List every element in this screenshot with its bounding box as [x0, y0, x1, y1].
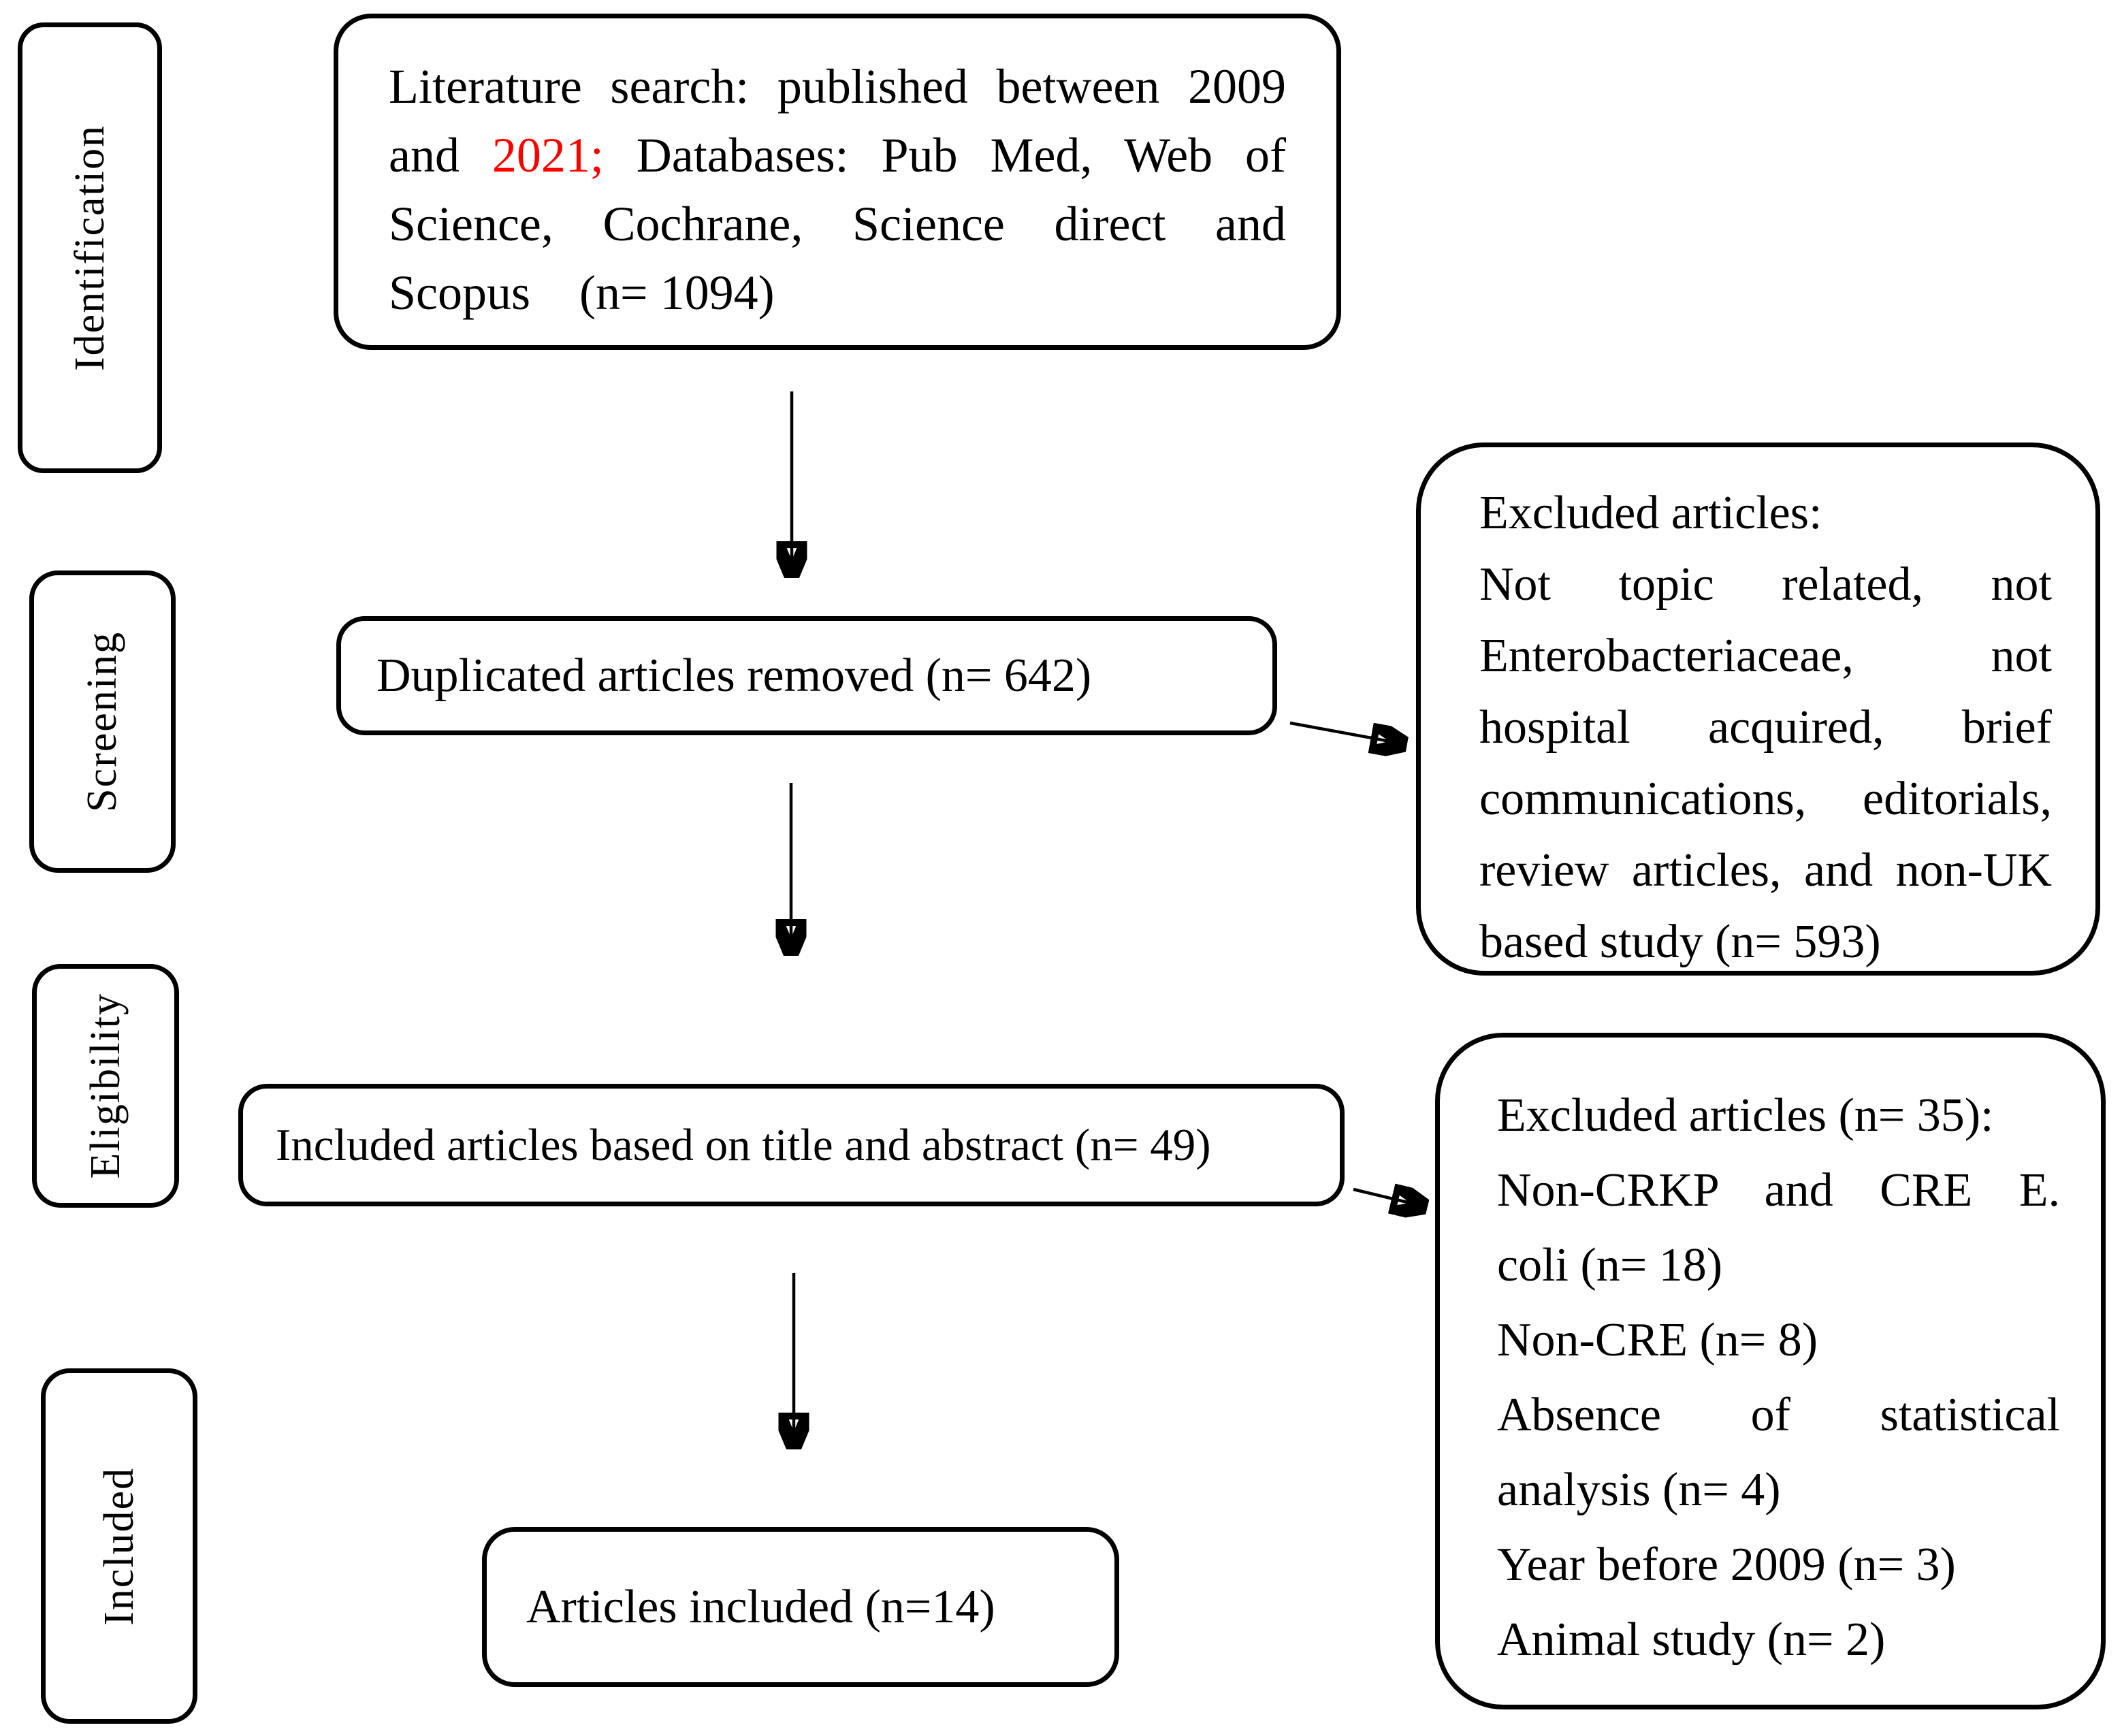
- articles-included-box: Articles included (n=14): [482, 1527, 1119, 1687]
- excluded-eligibility-line-3: coli (n= 18): [1497, 1239, 1723, 1291]
- literature-search-box: Literature search: published between 200…: [334, 14, 1341, 350]
- excluded-screening-line-4: hospital acquired, brief: [1479, 701, 2052, 754]
- stage-box-included: Included: [41, 1368, 197, 1724]
- excluded-screening-line-6: review articles, and non-UK: [1479, 844, 2052, 897]
- stage-label-identification: Identification: [66, 125, 113, 371]
- excluded-articles-screening-box: Excluded articles: Not topic related, no…: [1416, 443, 2100, 976]
- excluded-eligibility-line-7: Year before 2009 (n= 3): [1497, 1539, 1956, 1591]
- articles-included-text: Articles included (n=14): [526, 1580, 995, 1633]
- included-title-abstract-text: Included articles based on title and abs…: [276, 1119, 1211, 1170]
- stage-box-screening: Screening: [29, 570, 176, 873]
- literature-line-2-pre: and: [389, 128, 460, 182]
- excluded-eligibility-line-8: Animal study (n= 2): [1497, 1613, 1886, 1666]
- excluded-screening-line-5: communications, editorials,: [1479, 773, 2052, 825]
- excluded-eligibility-line-6: analysis (n= 4): [1497, 1464, 1781, 1516]
- stage-box-eligibility: Eligibility: [32, 964, 179, 1208]
- excluded-screening-line-7: based study (n= 593): [1479, 916, 1881, 968]
- duplicated-removed-text: Duplicated articles removed (n= 642): [376, 649, 1092, 702]
- arrow-duplicated-to-excluded-screening: [1289, 721, 1401, 743]
- stage-box-identification: Identification: [18, 22, 162, 473]
- stage-label-included: Included: [95, 1466, 142, 1626]
- literature-line-2-red-year: 2021;: [492, 128, 604, 182]
- excluded-eligibility-line-2: Non-CRKP and CRE E.: [1497, 1164, 2060, 1217]
- stage-label-screening: Screening: [79, 631, 125, 812]
- excluded-eligibility-line-4: Non-CRE (n= 8): [1497, 1314, 1818, 1366]
- stage-label-eligibility: Eligibility: [82, 993, 129, 1179]
- literature-line-1: Literature search: published between 200…: [389, 59, 1286, 114]
- arrow-title-abstract-to-excluded-eligibility: [1353, 1189, 1421, 1206]
- excluded-screening-line-2: Not topic related, not: [1479, 558, 2052, 611]
- literature-line-2-post: Databases: Pub Med, Web of: [636, 128, 1287, 182]
- excluded-screening-line-3: Enterobacteriaceae, not: [1479, 630, 2052, 682]
- literature-line-2: and 2021; Databases: Pub Med, Web of: [389, 121, 1286, 190]
- excluded-eligibility-line-5: Absence of statistical: [1497, 1389, 2060, 1441]
- excluded-screening-line-1: Excluded articles:: [1479, 487, 1822, 539]
- duplicated-removed-box: Duplicated articles removed (n= 642): [336, 616, 1277, 735]
- literature-line-3: Science, Cochrane, Science direct and: [389, 197, 1286, 251]
- included-title-abstract-box: Included articles based on title and abs…: [238, 1084, 1345, 1206]
- literature-line-4: Scopus (n= 1094): [389, 266, 775, 320]
- excluded-articles-eligibility-box: Excluded articles (n= 35): Non-CRKP and …: [1435, 1033, 2106, 1709]
- excluded-eligibility-line-1: Excluded articles (n= 35):: [1497, 1089, 1994, 1142]
